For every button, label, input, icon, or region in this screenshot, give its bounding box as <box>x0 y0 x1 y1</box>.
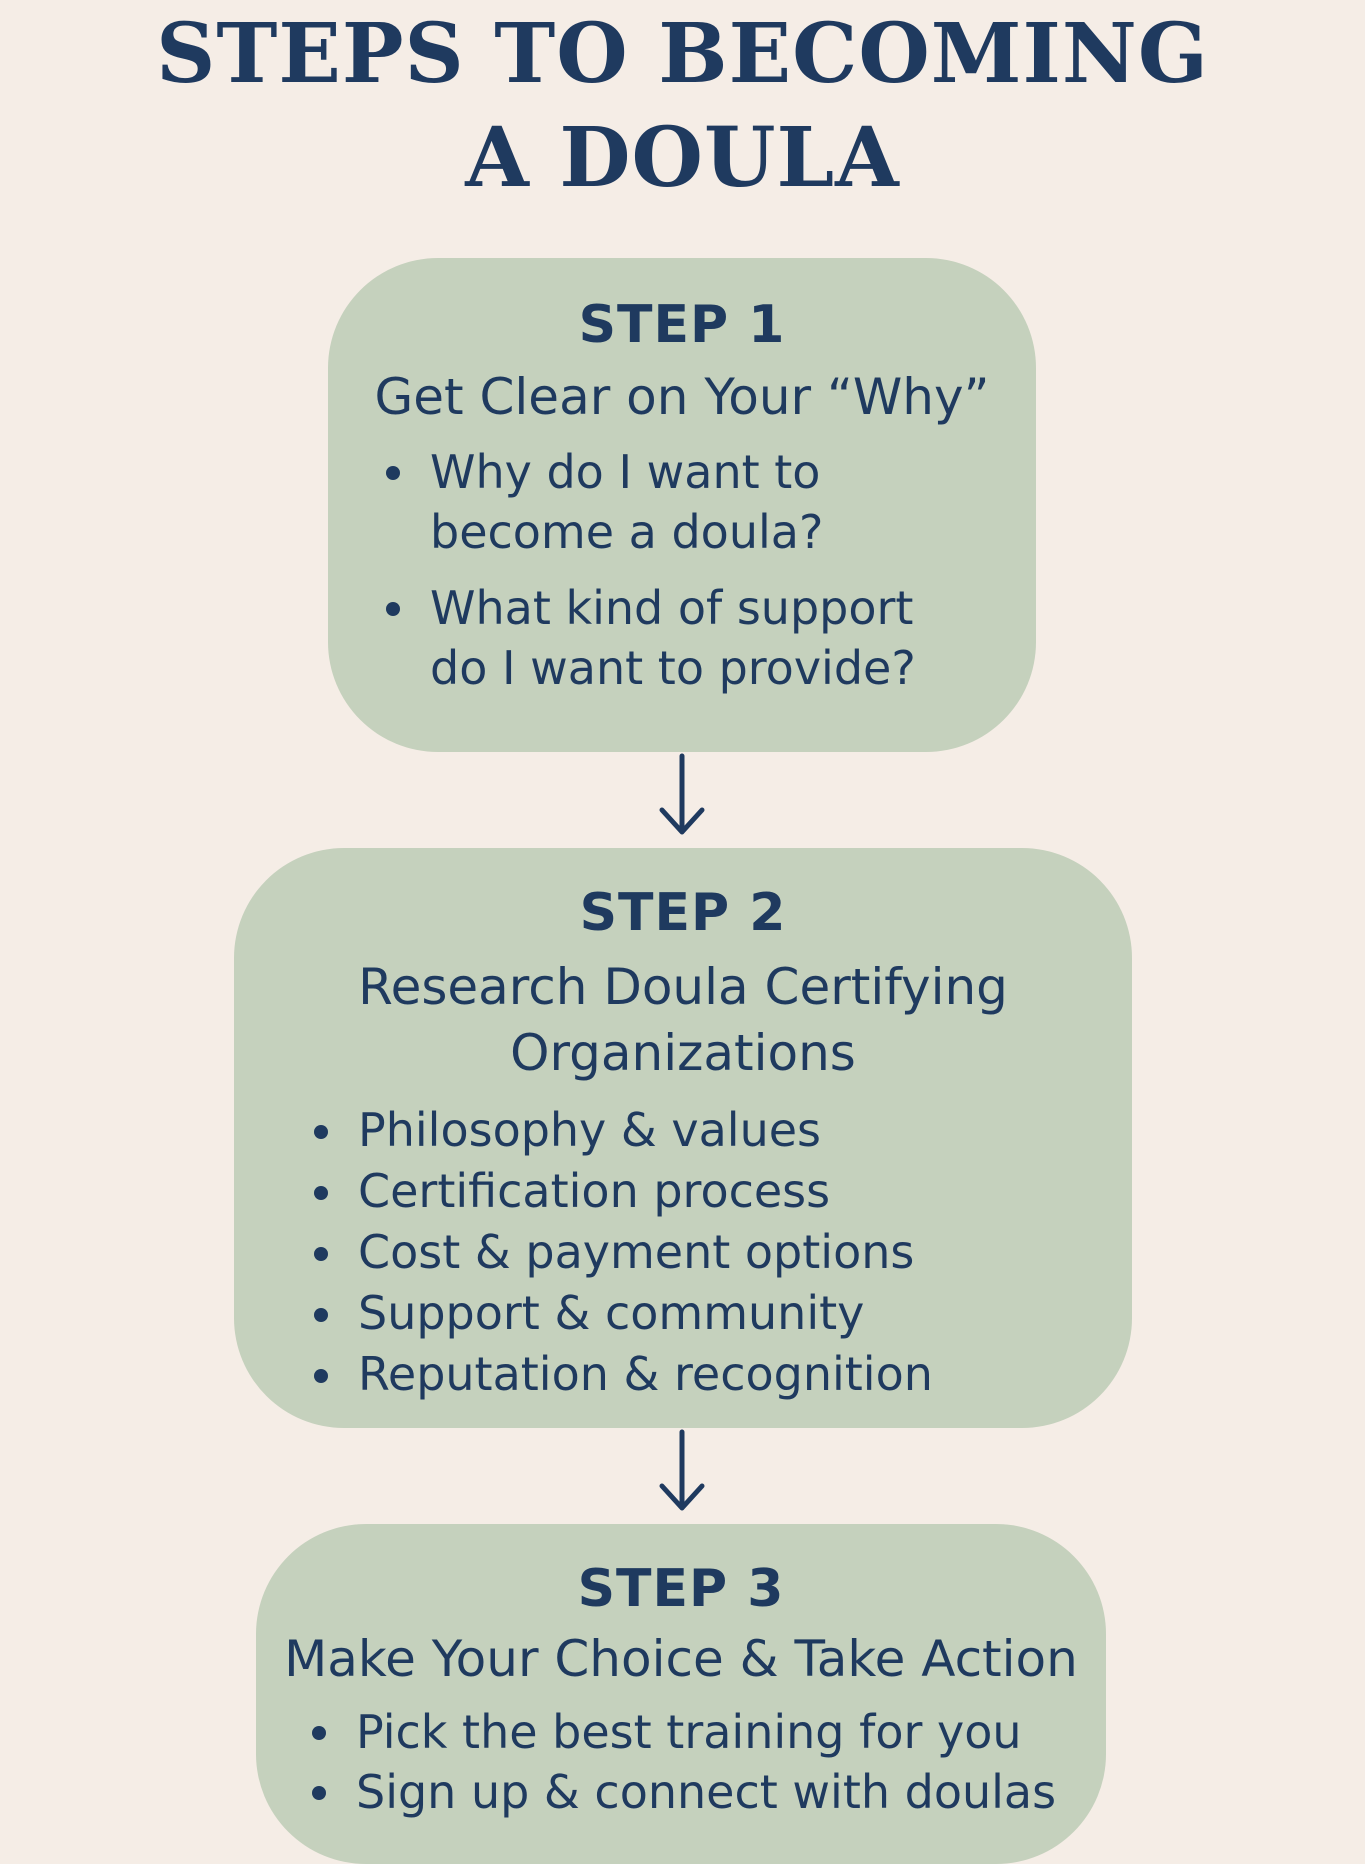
step-2-bullet-item: Certification process <box>314 1161 1132 1222</box>
step-3-label: STEP 3 <box>577 1559 785 1619</box>
step-2-bullet-item: Cost & payment options <box>314 1222 1132 1283</box>
page-title-line-1: STEPS TO BECOMING <box>156 6 1209 102</box>
page-title: STEPS TO BECOMING A DOULA <box>0 2 1365 210</box>
step-1-box: STEP 1 Get Clear on Your “Why” Why do I … <box>328 258 1036 752</box>
step-2-bullet-item: Support & community <box>314 1283 1132 1344</box>
step-3-bullet-item: Pick the best training for you <box>312 1702 1106 1762</box>
step-1-bullet-item: What kind of support do I want to provid… <box>386 578 950 698</box>
step-3-box: STEP 3 Make Your Choice & Take Action Pi… <box>256 1524 1106 1864</box>
step-2-label: STEP 2 <box>579 883 787 943</box>
page-title-line-2: A DOULA <box>465 110 900 206</box>
step-2-box: STEP 2 Research Doula Certifying Organiz… <box>234 848 1132 1428</box>
step-3-title: Make Your Choice & Take Action <box>284 1630 1078 1688</box>
step-3-bullet-list: Pick the best training for you Sign up &… <box>312 1702 1106 1822</box>
step-1-bullet-list: Why do I want to become a doula? What ki… <box>386 442 1036 698</box>
step-1-bullet-item: Why do I want to become a doula? <box>386 442 850 562</box>
step-2-bullet-list: Philosophy & values Certification proces… <box>314 1100 1132 1405</box>
down-arrow-icon <box>659 1429 705 1511</box>
step-2-bullet-item: Philosophy & values <box>314 1100 1132 1161</box>
step-2-bullet-item: Reputation & recognition <box>314 1344 1132 1405</box>
step-1-label: STEP 1 <box>578 295 786 355</box>
step-3-bullet-item: Sign up & connect with doulas <box>312 1762 1106 1822</box>
step-1-title: Get Clear on Your “Why” <box>374 368 990 426</box>
step-2-title: Research Doula Certifying Organizations <box>358 958 1008 1082</box>
down-arrow-icon <box>659 753 705 835</box>
